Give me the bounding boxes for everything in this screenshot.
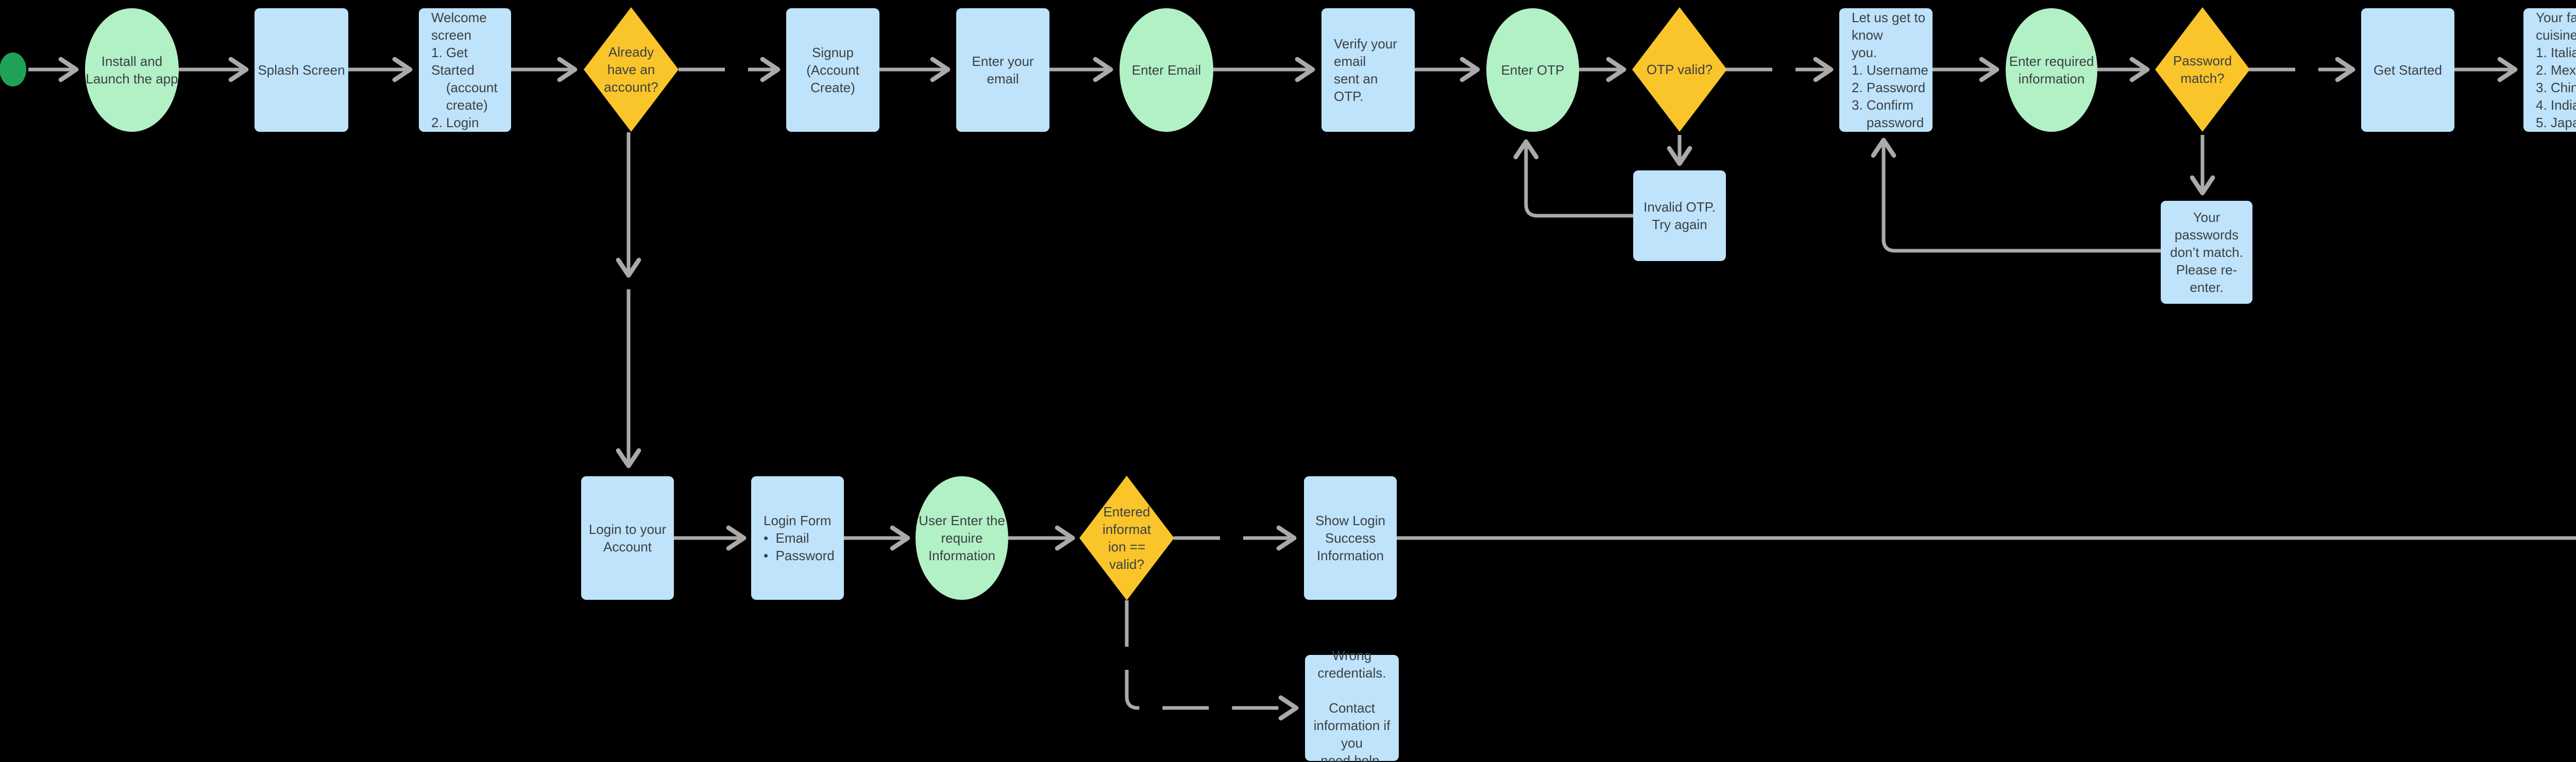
node-install-launch: Install and Launch the app (85, 8, 179, 132)
node-welcome-screen: Welcome screen 1. Get Started (account c… (419, 8, 511, 132)
connector-showlogin-home-loop (1397, 536, 2576, 540)
node-show-login-success: Show Login Success Information (1304, 476, 1397, 600)
node-invalid-otp: Invalid OTP. Try again (1633, 170, 1726, 261)
node-get-to-know-you: Let us get to know you. 1. Username 2. P… (1839, 8, 1933, 132)
node-enter-email: Enter Email (1120, 8, 1213, 132)
node-wrong-credentials: Wrong credentials. Contact information i… (1305, 648, 1399, 762)
connector-enteredvalid-wrongcreds (1125, 600, 1299, 721)
connector-nomatch-gettoknow-loop (1871, 137, 2161, 253)
node-signup: Signup (Account Create) (786, 8, 879, 132)
node-login-to-account: Login to your Account (581, 476, 674, 600)
node-enter-otp: Enter OTP (1486, 8, 1579, 132)
node-splash-screen: Splash Screen (255, 8, 348, 132)
node-login-form: Login Form • Email • Password (751, 476, 844, 600)
node-enter-your-email: Enter your email (956, 8, 1049, 132)
node-get-started: Get Started (2361, 8, 2454, 132)
node-enter-required-information: Enter required information (2006, 8, 2097, 132)
node-passwords-dont-match: Your passwords don’t match. Please re-en… (2161, 201, 2252, 304)
node-user-enter-information: User Enter the require Information (916, 476, 1008, 600)
connector-invalidotp-enterotp-loop (1513, 139, 1633, 218)
start-node (0, 53, 26, 86)
node-verify-email: Verify your email sent an OTP. (1321, 8, 1415, 132)
node-favorite-cuisine: Your favorite cuisine 1. Italian 2. Mexi… (2523, 8, 2576, 132)
